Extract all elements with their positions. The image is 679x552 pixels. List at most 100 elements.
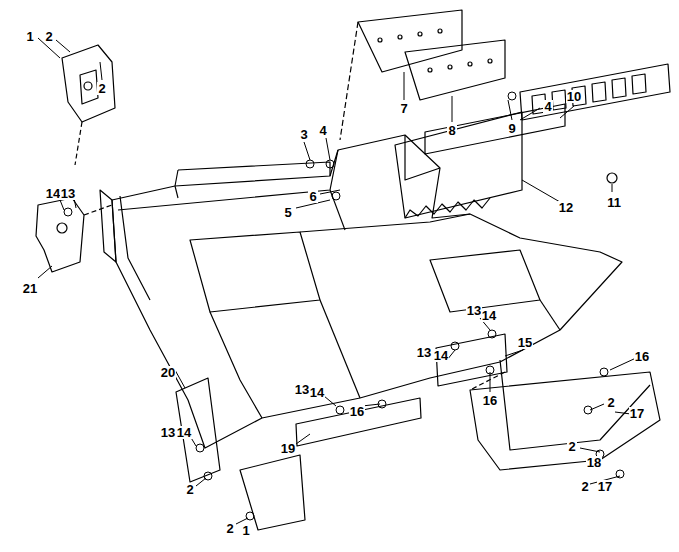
line-art (196, 444, 204, 452)
line-art (246, 512, 254, 520)
line-art (57, 223, 67, 233)
line-art (84, 205, 112, 215)
callout-number: 10 (566, 90, 582, 103)
callout-number: 2 (606, 396, 615, 409)
line-art (508, 92, 516, 100)
line-art (332, 192, 340, 200)
callout-number: 4 (543, 100, 552, 113)
line-art (451, 342, 459, 350)
line-art (540, 300, 560, 330)
line-art (84, 82, 92, 90)
hardware (64, 92, 624, 520)
line-art (175, 370, 185, 388)
side-panel-parts (395, 64, 670, 218)
line-art (500, 360, 650, 450)
callout-number: 1 (241, 524, 250, 537)
callout-number: 13 (416, 346, 432, 359)
bracket-21 (36, 198, 112, 272)
line-art (336, 406, 344, 414)
line-art (300, 214, 470, 232)
line-art (304, 142, 310, 160)
line-art (610, 358, 636, 370)
callout-number: 12 (558, 201, 574, 214)
line-art (532, 74, 646, 114)
line-art (438, 29, 442, 33)
line-art (100, 62, 102, 80)
callout-number: 14 (45, 187, 61, 200)
line-art (600, 368, 608, 376)
callout-number: 2 (580, 480, 589, 493)
callout-number: 14 (176, 426, 192, 439)
callout-number: 8 (447, 124, 456, 137)
line-art (560, 106, 574, 118)
line-art (324, 396, 336, 406)
line-art (62, 45, 115, 122)
line-art (326, 160, 334, 168)
callout-number: 7 (399, 102, 408, 115)
line-art (320, 300, 360, 398)
line-art (488, 330, 496, 338)
line-art (405, 135, 440, 180)
line-art (210, 312, 262, 418)
line-art (607, 173, 617, 183)
line-art (56, 40, 70, 52)
line-art (616, 470, 624, 478)
line-art (190, 232, 320, 312)
callout-number: 19 (280, 442, 296, 455)
callout-number: 3 (299, 128, 308, 141)
callout-number: 13 (466, 304, 482, 317)
line-art (64, 208, 72, 216)
line-art (612, 184, 613, 192)
line-art (520, 64, 670, 120)
line-art (36, 198, 84, 272)
callout-number: 21 (22, 282, 38, 295)
callout-number: 4 (318, 124, 327, 137)
leader-lines (38, 38, 636, 524)
line-art (175, 170, 178, 186)
callout-number: 16 (349, 405, 365, 418)
line-art (404, 72, 405, 100)
callout-number: 11 (606, 196, 622, 209)
callout-number: 13 (60, 187, 76, 200)
line-art (505, 350, 523, 356)
line-art (204, 472, 212, 480)
line-art (100, 190, 116, 262)
line-art (405, 40, 505, 100)
line-art (418, 32, 422, 36)
line-art (378, 38, 382, 42)
line-art (330, 190, 345, 230)
callout-number: 20 (160, 366, 176, 379)
callout-number: 15 (517, 336, 533, 349)
callout-number: 2 (97, 82, 106, 95)
callout-number: 6 (308, 190, 317, 203)
callout-number: 2 (225, 522, 234, 535)
line-art (175, 186, 178, 198)
line-art (584, 406, 592, 414)
line-art (448, 65, 452, 69)
line-art (296, 434, 310, 444)
line-art (74, 198, 76, 208)
line-art (378, 400, 386, 408)
line-art (80, 70, 98, 104)
line-art (486, 366, 494, 374)
line-art (358, 10, 462, 72)
line-art (520, 108, 540, 120)
line-art (488, 59, 492, 63)
callout-number: 14 (481, 309, 497, 322)
line-art (240, 455, 305, 530)
callout-number: 17 (597, 480, 613, 493)
line-art (112, 135, 622, 448)
callout-number: 13 (160, 426, 176, 439)
line-art (405, 198, 490, 218)
line-art (508, 100, 512, 120)
line-art (490, 372, 491, 392)
line-art (340, 22, 358, 140)
callout-number: 18 (586, 456, 602, 469)
line-art (395, 112, 522, 218)
line-art (452, 96, 453, 122)
line-art (118, 150, 338, 210)
callout-number: 16 (482, 394, 498, 407)
upper-bracket (62, 45, 115, 165)
callout-number: 2 (185, 483, 194, 496)
